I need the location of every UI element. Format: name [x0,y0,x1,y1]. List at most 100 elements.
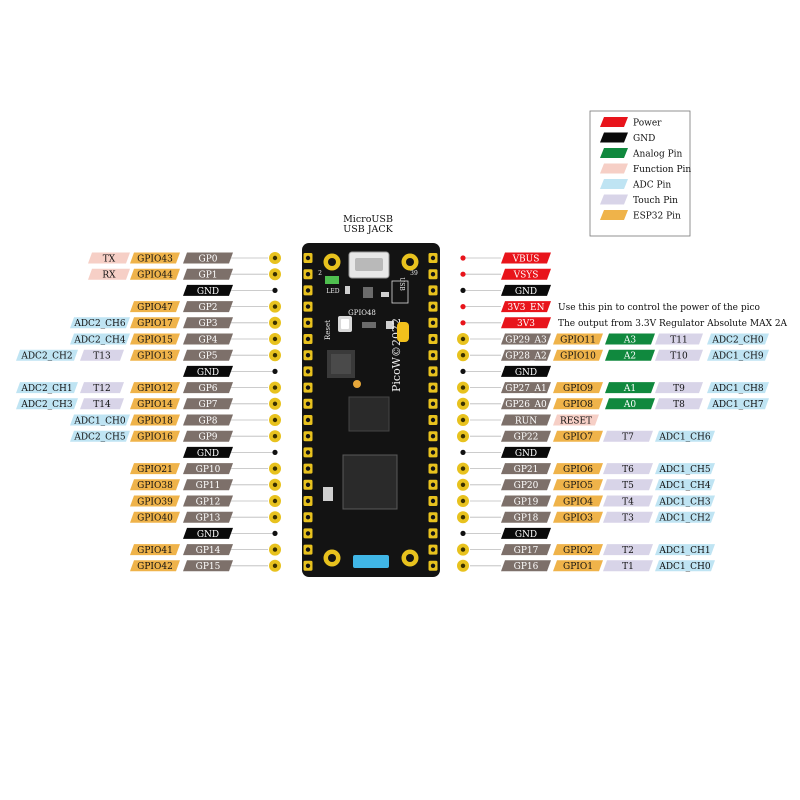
esp32-label: GPIO4 [563,497,593,507]
esp32-label-bg [553,495,603,507]
analog-label: A0 [623,400,636,410]
smd-part-6 [323,487,333,501]
smd-part-5 [386,321,394,329]
touch-label-bg [80,349,124,361]
touch-label-bg [80,398,124,410]
pin-pad-hole [272,304,278,309]
pin-pad-hole [272,255,278,261]
board-pad-hole [305,498,311,504]
gp-label-bg [501,495,551,507]
board-pad-hole [305,547,311,552]
touch-label-bg [603,430,653,442]
flash-chip [348,396,390,432]
esp32-label-bg [130,349,180,361]
gp-label: GP8 [199,416,218,426]
gp-label: GP7 [199,400,218,410]
analog-label-bg [605,333,655,345]
legend-swatch-2 [600,148,628,158]
pin-pad-hole [272,336,278,342]
board-pad-hole [305,417,311,423]
esp32-label-bg [130,430,180,442]
gp-label: GP20 [514,481,539,491]
board-pad-hole [430,320,436,325]
esp32-label-bg [130,268,180,280]
gp-label: GP17 [514,546,539,556]
gp-label-bg [501,382,551,394]
gp-label: GP1 [199,271,218,281]
pin-pad-hole [272,434,278,439]
gnd-label: GND [197,449,219,459]
adc-label: ADC1_CH7 [711,400,764,410]
left-pin-row: GND [183,527,278,540]
function-label-bg [553,414,599,426]
power-label: VSYS [513,271,539,281]
adc-label: ADC2_CH2 [20,352,72,362]
gp-label-bg [501,349,551,361]
analog-label-bg [605,349,655,361]
right-pin-row: VBUS [460,252,551,264]
esp32-label-bg [553,511,603,523]
power-dot [460,271,466,277]
gp-label: GP4 [199,335,218,345]
mount-hole-bl-inner [328,554,336,562]
adc-label: ADC1_CH1 [658,546,710,556]
silk-usb: USB [398,277,405,291]
esp32-label-bg [553,479,603,491]
right-pin-row: VSYS [460,268,551,281]
power-label-bg [501,301,551,313]
adc-label-bg [707,333,769,345]
pin-pad-hole [460,515,466,520]
gp-label: GP6 [199,384,218,394]
board-pad-hole [430,401,436,406]
board-pad-hole [430,531,436,536]
gp-label: GP16 [514,562,539,572]
pin-pad-hole [272,563,278,568]
board-pad-hole [305,255,311,261]
touch-label: T8 [673,400,685,410]
gp-label: GP2 [199,303,218,313]
gp-label: GP10 [196,465,221,475]
board-pad-hole [430,385,436,390]
gp-label: GP9 [199,433,218,443]
adc-label-bg [16,382,78,394]
adc-label-bg [70,317,130,329]
board-pad-hole [430,304,436,309]
board-pad-hole [305,288,311,293]
gp-label: GP21 [514,465,539,475]
power-note: Use this pin to control the power of the… [558,303,760,313]
esp32-label: GPIO38 [137,481,173,491]
esp32-label-bg [553,430,603,442]
inductor-top [331,354,351,374]
esp32-label-bg [130,252,180,264]
gnd-label: GND [515,368,537,378]
legend-swatch-3 [600,163,628,174]
board-pad-hole [430,417,436,423]
esp32-label-bg [130,463,180,475]
touch-label-bg [603,495,653,507]
mount-hole-br-inner [406,554,414,562]
gp-label-bg [183,414,233,426]
silk-gpio48: GPIO48 [348,309,376,317]
touch-label: T4 [622,497,634,507]
pin-pad-hole [272,515,278,520]
legend-label-0: Power [633,119,662,129]
esp32-label: GPIO18 [137,416,173,426]
gnd-label: GND [515,449,537,459]
adc-label: ADC1_CH8 [711,384,764,394]
power-dot [460,255,466,261]
touch-label: T5 [622,481,634,491]
legend-swatch-1 [600,132,628,143]
adc-label-bg [655,495,715,507]
antenna-chip [353,555,389,568]
